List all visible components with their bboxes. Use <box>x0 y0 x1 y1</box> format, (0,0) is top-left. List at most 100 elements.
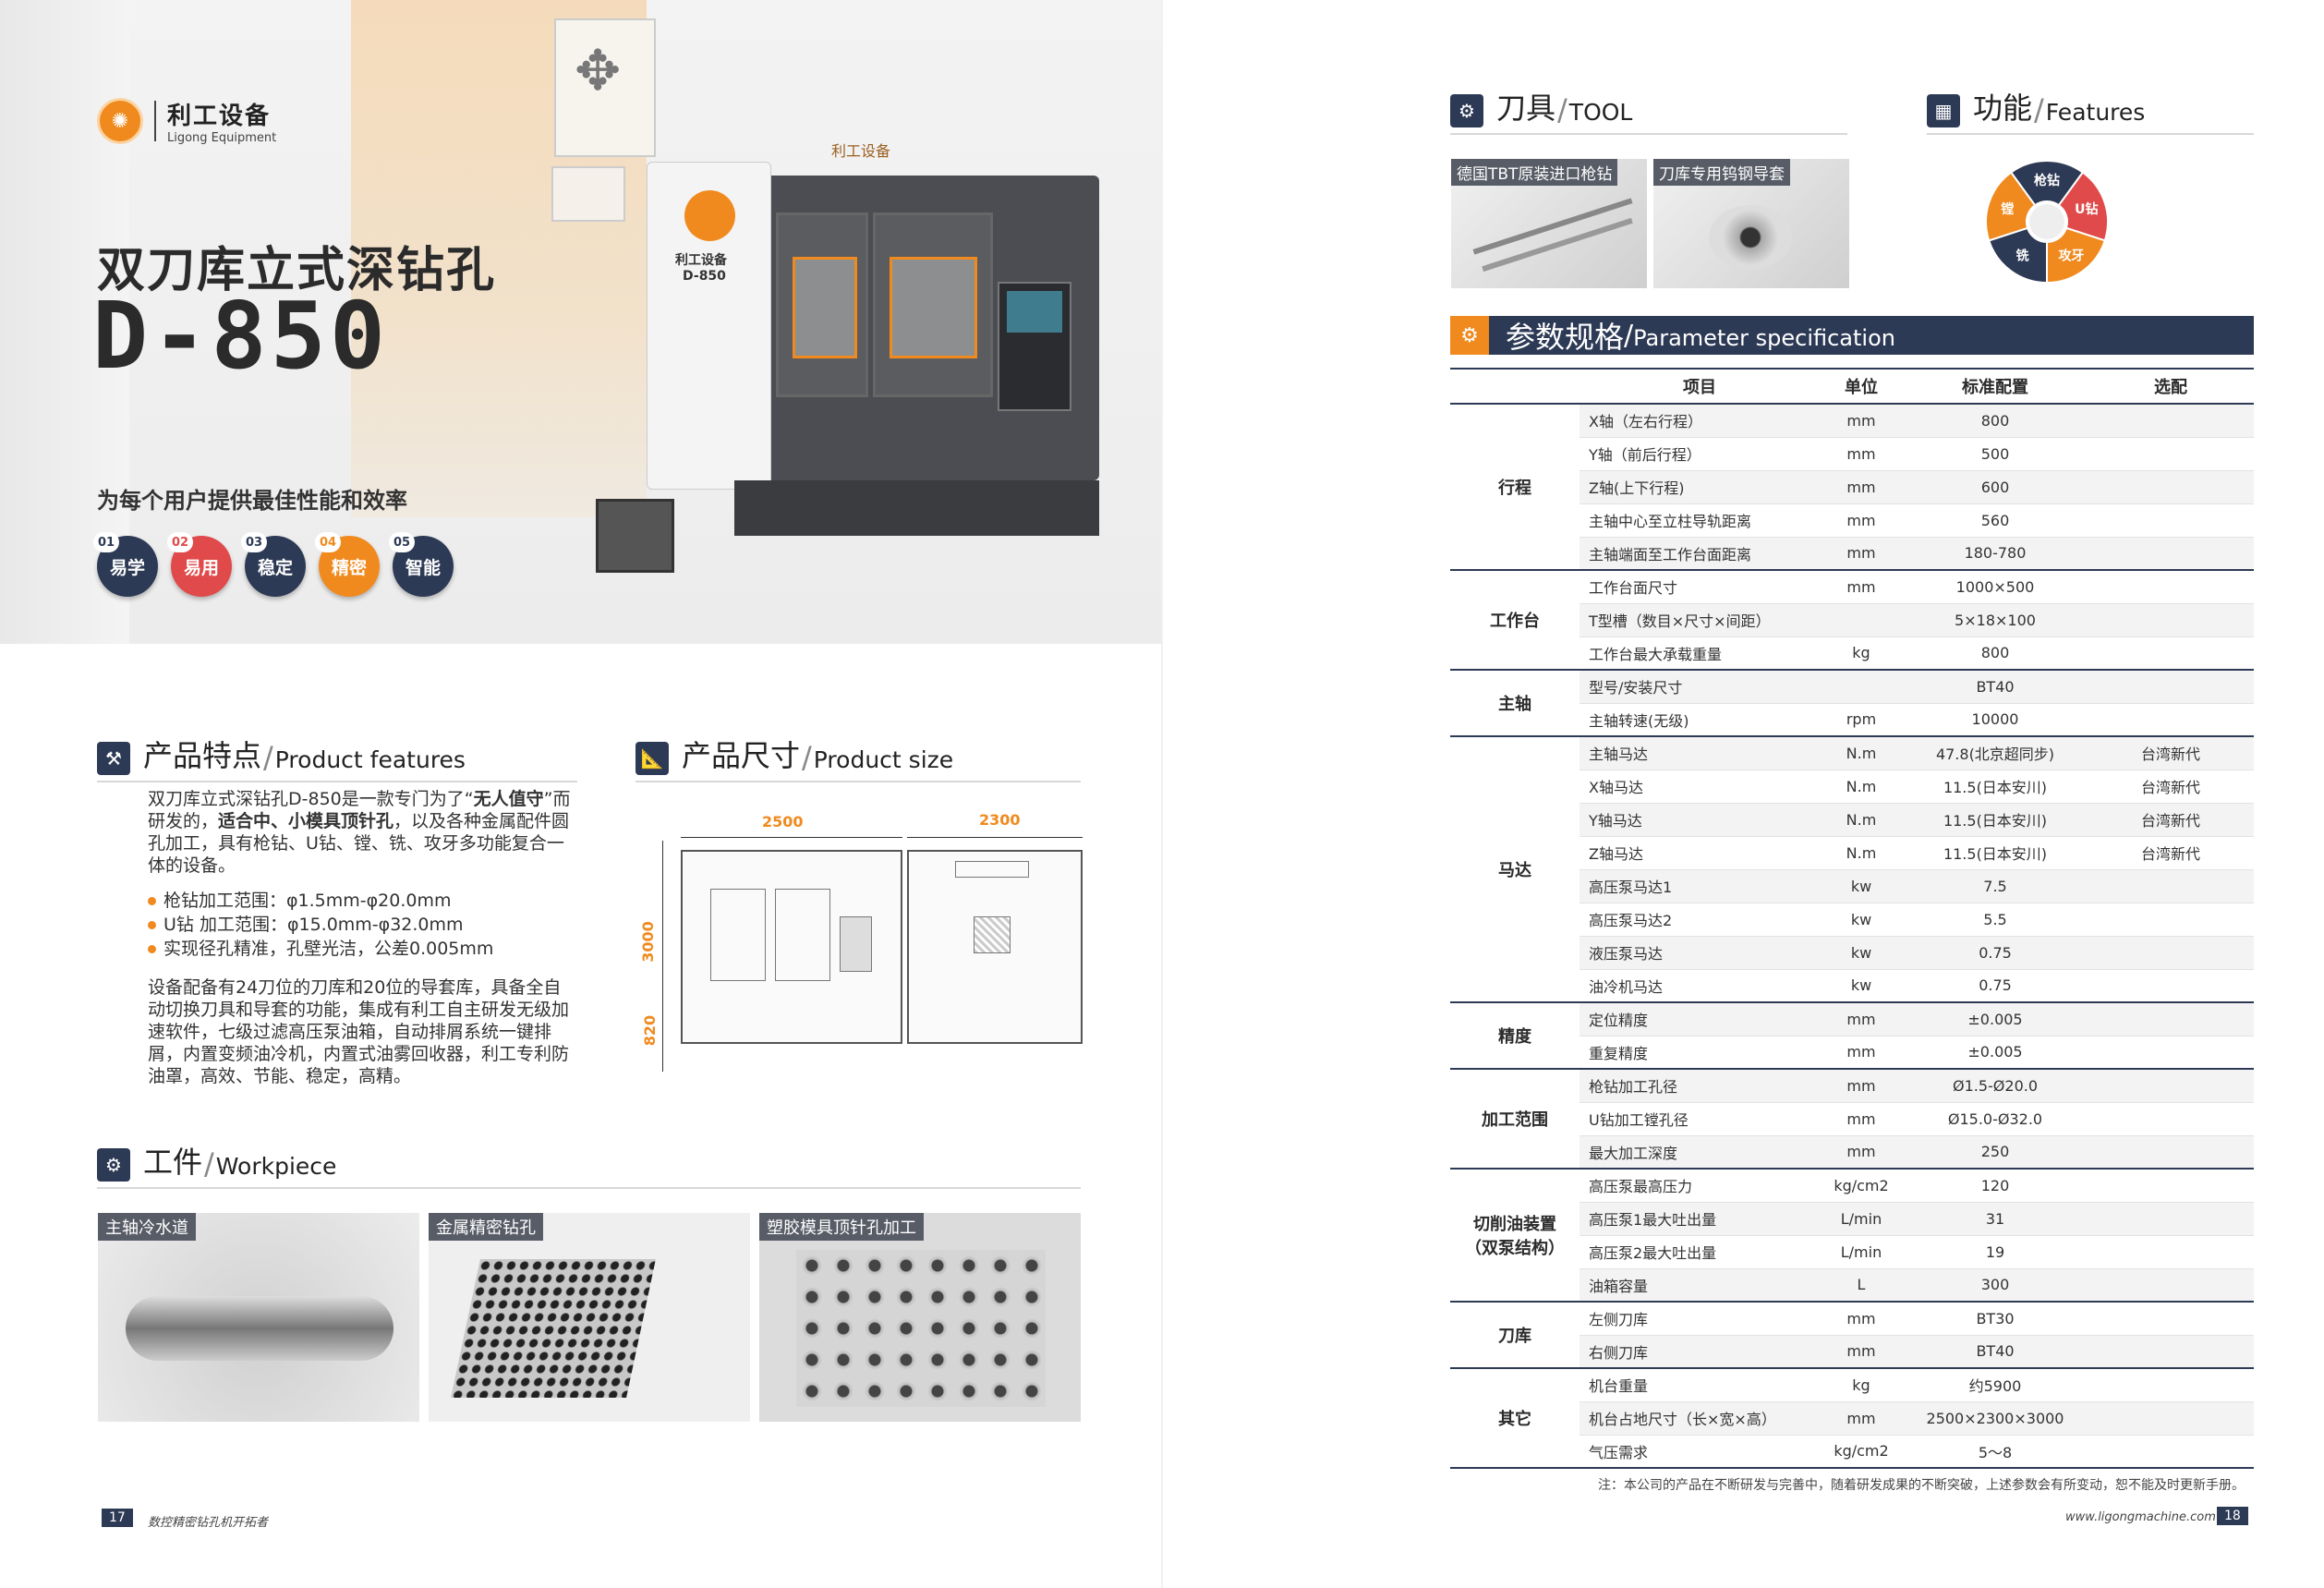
spec-cell <box>2088 636 2254 671</box>
spec-cell: T型槽（数目×尺寸×间距） <box>1580 603 1820 637</box>
spec-cell <box>2088 404 2254 438</box>
right-page: ⚙ 刀具/TOOL 德国TBT原装进口枪钻 刀库专用钨钢导套 ▦ 功能/Feat… <box>1162 0 2324 1588</box>
wheel-label: 镗 <box>2001 201 2014 217</box>
chip-bin <box>596 499 674 573</box>
workpiece-heading: ⚙ 工件/Workpiece <box>97 1139 1081 1189</box>
bullet-text: 枪钻加工范围：φ1.5mm-φ20.0mm <box>163 891 452 911</box>
badge-number: 01 <box>93 532 119 552</box>
features-heading-cn: 产品特点 <box>143 738 262 773</box>
size-heading: 📐 产品尺寸/Product size <box>635 733 1081 782</box>
machine-door-left <box>776 212 868 397</box>
spec-heading-cn: 参数规格 <box>1506 320 1625 355</box>
wheel-label: 攻牙 <box>2058 248 2084 263</box>
disclaimer-note: 注：本公司的产品在不断研发与完善中，随着研发成果的不断突破，上述参数会有所变动，… <box>1598 1478 2245 1493</box>
spec-cell: 11.5(日本安川) <box>1903 836 2088 870</box>
machine-door-right <box>873 212 993 397</box>
wheel-label: 铣 <box>2016 248 2029 263</box>
spec-cell: 19 <box>1903 1235 2088 1269</box>
spec-cell <box>2088 703 2254 737</box>
spec-cell: 2500×2300×3000 <box>1903 1401 2088 1436</box>
spec-cell: mm <box>1820 570 1903 604</box>
wheel-segment <box>2057 171 2109 242</box>
dim-line <box>681 837 902 838</box>
spec-cell: kw <box>1820 969 1903 1003</box>
spec-cell: mm <box>1820 1335 1903 1369</box>
spec-group: 切削油装置 （双泵结构） <box>1450 1169 1580 1303</box>
spec-cell: 11.5(日本安川) <box>1903 803 2088 837</box>
heading-slash: / <box>802 740 812 775</box>
side-view-top <box>955 861 1029 878</box>
spec-group: 精度 <box>1450 1002 1580 1070</box>
heading-slash: / <box>263 740 273 775</box>
mold-plate <box>796 1250 1046 1407</box>
spec-group: 其它 <box>1450 1368 1580 1469</box>
spec-cell: BT40 <box>1903 1335 2088 1369</box>
size-heading-cn: 产品尺寸 <box>682 738 801 773</box>
spec-cell: 1000×500 <box>1903 570 2088 604</box>
spec-cell: 47.8(北京超同步) <box>1903 736 2088 770</box>
spec-cell: mm <box>1820 537 1903 571</box>
spec-cell: N.m <box>1820 770 1903 804</box>
wheel-segment <box>1987 226 2048 285</box>
spec-cell: 油箱容量 <box>1580 1268 1820 1303</box>
spec-cell: 高压泵马达2 <box>1580 903 1820 937</box>
spec-cell: 定位精度 <box>1580 1002 1820 1036</box>
spec-cell: 型号/安装尺寸 <box>1580 670 1820 704</box>
workpiece-label: 金属精密钻孔 <box>429 1213 543 1241</box>
spec-cell: 800 <box>1903 404 2088 438</box>
feature-badge: 04 精密 <box>315 532 380 597</box>
spec-cell: BT40 <box>1903 670 2088 704</box>
guide-bushing <box>1709 205 1792 270</box>
column-header: 选配 <box>2088 368 2254 405</box>
spec-cell: 800 <box>1903 636 2088 671</box>
spec-cell <box>2088 1069 2254 1103</box>
spec-cell: 最大加工深度 <box>1580 1135 1820 1170</box>
spec-cell: 0.75 <box>1903 969 2088 1003</box>
dim-line <box>907 837 1083 838</box>
spec-cell: kg <box>1820 636 1903 671</box>
spec-cell: 主轴马达 <box>1580 736 1820 770</box>
tool-label: 刀库专用钨钢导套 <box>1653 159 1790 186</box>
bullet-text: U钻 加工范围：φ15.0mm-φ32.0mm <box>163 915 464 935</box>
machine-brand-label: 利工设备 <box>675 253 727 268</box>
tool-heading-en: TOOL <box>1568 99 1633 126</box>
spec-cell: 机台占地尺寸（长×宽×高） <box>1580 1401 1820 1436</box>
tool-heading: ⚙ 刀具/TOOL <box>1450 85 1847 135</box>
front-view-door <box>710 889 766 981</box>
spec-group: 工作台 <box>1450 570 1580 671</box>
spec-cell: mm <box>1820 404 1903 438</box>
spec-cell <box>2088 1368 2254 1402</box>
spec-cell: kg/cm2 <box>1820 1169 1903 1203</box>
spec-cell: 枪钻加工孔径 <box>1580 1069 1820 1103</box>
spec-cell <box>2088 969 2254 1003</box>
spec-group: 刀库 <box>1450 1302 1580 1369</box>
spec-cell: Y轴（前后行程） <box>1580 437 1820 471</box>
spec-cell: L <box>1820 1268 1903 1303</box>
spec-heading: ⚙ 参数规格/Parameter specification <box>1450 316 2254 355</box>
badge-label: 易学 <box>109 557 145 578</box>
badge-number: 05 <box>389 532 415 552</box>
badge-number: 04 <box>315 532 341 552</box>
footer-tagline: 数控精密钻孔机开拓者 <box>148 1516 269 1530</box>
dim-side-width: 2300 <box>979 811 1021 829</box>
hero-sign-label: 利工设备 <box>831 142 891 160</box>
spec-cell: 约5900 <box>1903 1368 2088 1402</box>
heading-slash: / <box>204 1146 214 1182</box>
spec-cell: rpm <box>1820 703 1903 737</box>
front-view <box>681 850 902 1044</box>
badge-label: 精密 <box>331 557 367 578</box>
feature-bullet: 实现径孔精准，孔壁光洁，公差0.005mm <box>148 938 573 960</box>
spec-cell: 7.5 <box>1903 869 2088 903</box>
